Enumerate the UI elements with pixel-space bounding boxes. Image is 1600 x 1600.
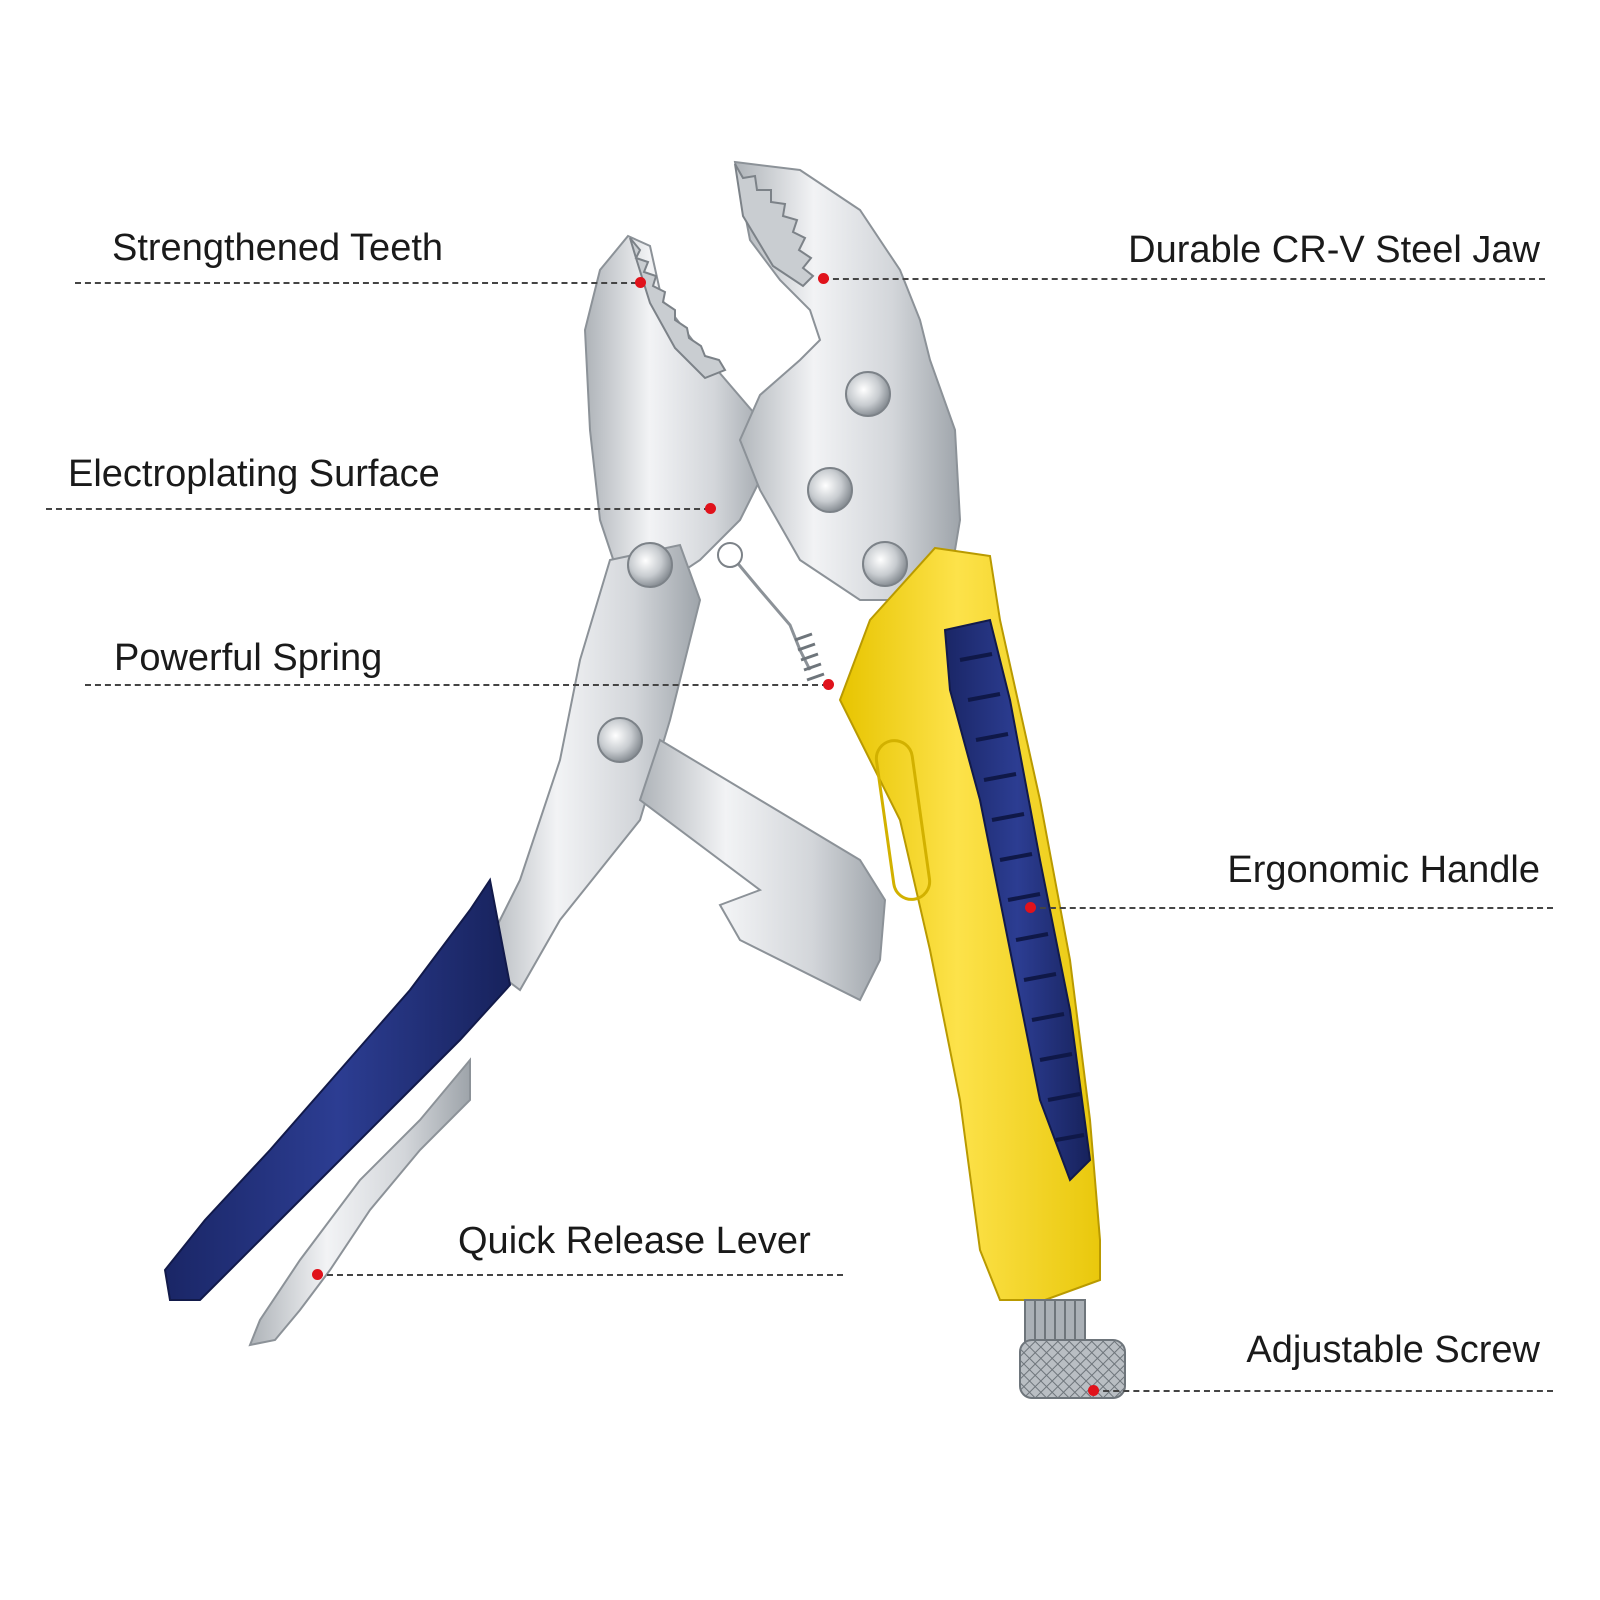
leader-strengthened-teeth [75, 282, 637, 284]
label-ergonomic-handle: Ergonomic Handle [1227, 849, 1540, 891]
right-handle [838, 546, 1101, 1301]
label-strengthened-teeth: Strengthened Teeth [112, 227, 444, 269]
leader-adjustable-screw [1093, 1390, 1553, 1392]
leader-ergonomic-handle [1030, 907, 1553, 909]
screw-knob [1019, 1339, 1126, 1399]
left-grip [163, 877, 512, 1301]
label-durable-jaw: Durable CR-V Steel Jaw [1128, 229, 1540, 271]
label-electroplating-surface: Electroplating Surface [68, 453, 440, 495]
spring-hole [717, 542, 743, 568]
release-lever [638, 738, 887, 1002]
rivet [862, 541, 908, 587]
leader-durable-jaw [823, 278, 1545, 280]
lower-jaw-teeth [629, 237, 727, 380]
leader-quick-release-lever [317, 1274, 843, 1276]
release-lever-tail [248, 1057, 471, 1347]
spring [733, 559, 812, 671]
marker-dot-powerful-spring [823, 679, 834, 690]
grip-ribs [959, 652, 1085, 1142]
marker-dot-ergonomic-handle [1025, 902, 1036, 913]
label-quick-release-lever: Quick Release Lever [458, 1220, 811, 1262]
rivet [627, 542, 673, 588]
rivet [845, 371, 891, 417]
left-arm [478, 543, 702, 992]
marker-dot-adjustable-screw [1088, 1385, 1099, 1396]
label-powerful-spring: Powerful Spring [114, 637, 383, 679]
rivet [597, 717, 643, 763]
marker-dot-electroplating-surface [705, 503, 716, 514]
marker-dot-quick-release-lever [312, 1269, 323, 1280]
handle-groove [874, 739, 932, 901]
marker-dot-durable-jaw [818, 273, 829, 284]
leader-powerful-spring [85, 684, 828, 686]
leader-electroplating-surface [46, 508, 710, 510]
screw-thread-lines [1034, 1300, 1076, 1345]
rivet [807, 467, 853, 513]
marker-dot-strengthened-teeth [635, 277, 646, 288]
spring-coils [794, 632, 825, 682]
label-adjustable-screw: Adjustable Screw [1246, 1329, 1540, 1371]
upper-jaw-teeth [734, 163, 815, 288]
